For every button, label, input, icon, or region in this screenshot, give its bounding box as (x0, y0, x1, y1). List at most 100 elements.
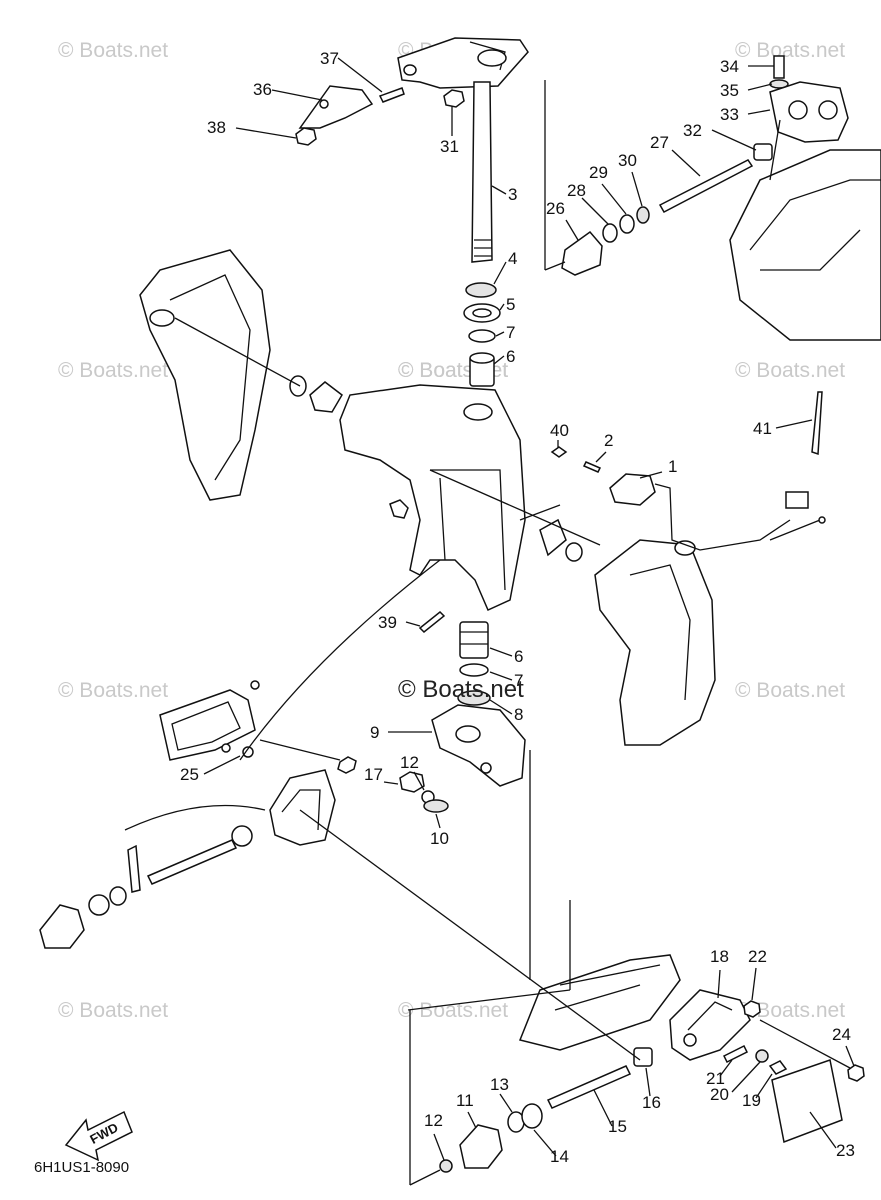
washer-30 (636, 206, 650, 224)
callout-leader (595, 451, 607, 463)
washer-14 (521, 1103, 543, 1129)
fwd-arrow: FWD (64, 1110, 133, 1162)
part-callout[interactable]: 18 (710, 947, 729, 966)
lower-case-outline (729, 149, 881, 341)
diagram-code: 6H1US1-8090 (34, 1159, 129, 1176)
part-callout[interactable]: 27 (650, 133, 669, 152)
mount-11 (459, 1124, 503, 1169)
callout-leader (631, 171, 643, 207)
bolt-34 (773, 55, 785, 79)
drawing: FWD 6H1US1-8090 © Boats.net (34, 37, 881, 1186)
part-callout[interactable]: 11 (456, 1091, 474, 1110)
clamp-bracket-right (594, 539, 716, 746)
callout-leader (747, 83, 773, 91)
part-callout[interactable]: 4 (508, 249, 517, 268)
nut-17 (399, 771, 425, 793)
callout-leader (405, 621, 421, 627)
callout-leader (493, 355, 505, 365)
part-callout[interactable]: 28 (567, 181, 586, 200)
callout-leader (645, 1067, 651, 1097)
callout-leader (337, 57, 383, 93)
bracket-36 (298, 85, 374, 129)
part-callout[interactable]: 40 (550, 421, 569, 440)
nut-22 (743, 1000, 761, 1018)
o-ring-7 (468, 329, 496, 343)
nut-38 (295, 127, 317, 146)
part-callout[interactable]: 32 (683, 121, 702, 140)
part-callout[interactable]: 35 (720, 81, 739, 100)
part-callout[interactable]: 3 (508, 185, 517, 204)
callout-leader (493, 261, 507, 285)
callout-leader (671, 149, 701, 177)
part-callout[interactable]: 36 (253, 80, 272, 99)
callout-leader (489, 699, 513, 715)
part-callout[interactable]: 13 (490, 1075, 509, 1094)
bolt-15 (546, 1065, 632, 1109)
washer-35 (769, 79, 789, 89)
part-callout[interactable]: 23 (836, 1141, 855, 1160)
part-callout[interactable]: 7 (506, 323, 515, 342)
part-callout[interactable]: 1 (668, 457, 677, 476)
part-callout[interactable]: 12 (400, 753, 419, 772)
callout-leader (499, 1093, 513, 1113)
mount-left (39, 904, 85, 949)
part-callout[interactable]: 5 (506, 295, 515, 314)
callout-leader (751, 967, 757, 1001)
clamp-bracket-left (139, 249, 271, 501)
watermark: © Boats.net (58, 359, 168, 382)
callout-leader (731, 1061, 761, 1093)
callout-leader (601, 183, 627, 215)
part-callout[interactable]: 34 (720, 57, 739, 76)
callout-leader (711, 129, 757, 151)
callout-leader (499, 303, 505, 311)
mount-26 (561, 230, 603, 276)
callout-leader (533, 1129, 557, 1157)
bolt-left (146, 839, 238, 885)
screw-39 (418, 610, 446, 634)
part-callout[interactable]: 30 (618, 151, 637, 170)
collar-16 (633, 1047, 653, 1067)
part-callout[interactable]: 15 (608, 1117, 627, 1136)
watermark: © Boats.net (398, 999, 508, 1022)
nut-24 (847, 1064, 865, 1082)
part-callout[interactable]: 9 (370, 723, 379, 742)
washer-12b (439, 1159, 453, 1173)
nut-31 (443, 89, 465, 108)
part-callout[interactable]: 39 (378, 613, 397, 632)
part-callout[interactable]: 26 (546, 199, 565, 218)
part-callout[interactable]: 22 (748, 947, 767, 966)
part-callout[interactable]: 10 (430, 829, 449, 848)
part-callout[interactable]: 16 (642, 1093, 661, 1112)
part-callout[interactable]: 33 (720, 105, 739, 124)
part-callout[interactable]: 24 (832, 1025, 851, 1044)
part-callout[interactable]: 7 (514, 671, 523, 690)
callout-leader (565, 219, 579, 241)
part-callout[interactable]: 38 (207, 118, 226, 137)
part-callout[interactable]: 6 (514, 647, 523, 666)
part-callout[interactable]: 14 (550, 1147, 569, 1166)
callout-layer: 3736383133435333227302928264576402141396… (180, 49, 855, 1166)
part-callout[interactable]: 2 (604, 431, 613, 450)
cover-25 (159, 689, 256, 761)
part-callout[interactable]: 29 (589, 163, 608, 182)
cover-23 (771, 1059, 843, 1144)
part-callout[interactable]: 21 (706, 1069, 725, 1088)
callout-leader (581, 197, 609, 225)
part-callout[interactable]: 19 (742, 1091, 761, 1110)
callout-leader (747, 109, 771, 115)
callout-leader (775, 419, 813, 429)
washer-29 (619, 214, 635, 234)
part-callout[interactable]: 12 (424, 1111, 443, 1130)
part-callout[interactable]: 41 (753, 419, 772, 438)
callout-leader (383, 781, 399, 785)
part-callout[interactable]: 20 (710, 1085, 729, 1104)
part-callout[interactable]: 25 (180, 765, 199, 784)
watermark-layer: © Boats.net© Boats.net© Boats.net© Boats… (58, 39, 845, 1022)
part-callout[interactable]: 8 (514, 705, 523, 724)
center-watermark: © Boats.net (398, 676, 524, 703)
collar-32 (753, 143, 773, 161)
part-callout[interactable]: 17 (364, 765, 383, 784)
part-callout[interactable]: 37 (320, 49, 339, 68)
part-callout[interactable]: 6 (506, 347, 515, 366)
part-callout[interactable]: 31 (440, 137, 459, 156)
